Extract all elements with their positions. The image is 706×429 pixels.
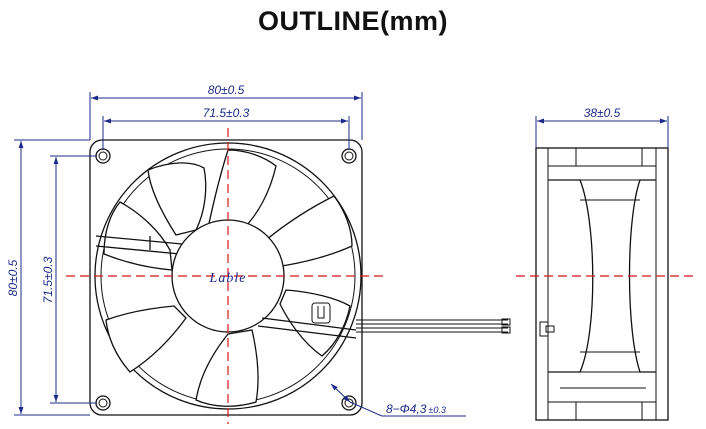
front-centerlines [66,128,388,424]
hub-label: Lable [209,271,247,286]
svg-text:80±0.5: 80±0.5 [208,83,245,97]
side-view: 38±0.5 [516,106,696,421]
dimension-height-80: 80±0.5 [6,139,90,416]
svg-text:71.5±0.3: 71.5±0.3 [203,106,250,120]
lead-wires [356,318,511,334]
dimension-depth-38: 38±0.5 [535,106,669,148]
holes-note: 8−Φ4,3±0.3 [330,383,466,417]
holes-note-text: 8−Φ4,3±0.3 [386,402,446,416]
svg-text:80±0.5: 80±0.5 [6,259,20,296]
svg-text:38±0.5: 38±0.5 [584,106,621,120]
page-title: OUTLINE(mm) [258,6,448,36]
dimension-width-80: 80±0.5 [89,83,363,140]
fan-frame [89,139,363,416]
front-view: Lable 80±0.5 71.5±0.3 80±0.5 71.5±0.3 [6,83,511,424]
fan-blades [103,149,353,407]
svg-text:71.5±0.3: 71.5±0.3 [41,256,55,303]
dimension-width-71: 71.5±0.3 [102,106,350,150]
dimension-height-71: 71.5±0.3 [41,155,97,404]
